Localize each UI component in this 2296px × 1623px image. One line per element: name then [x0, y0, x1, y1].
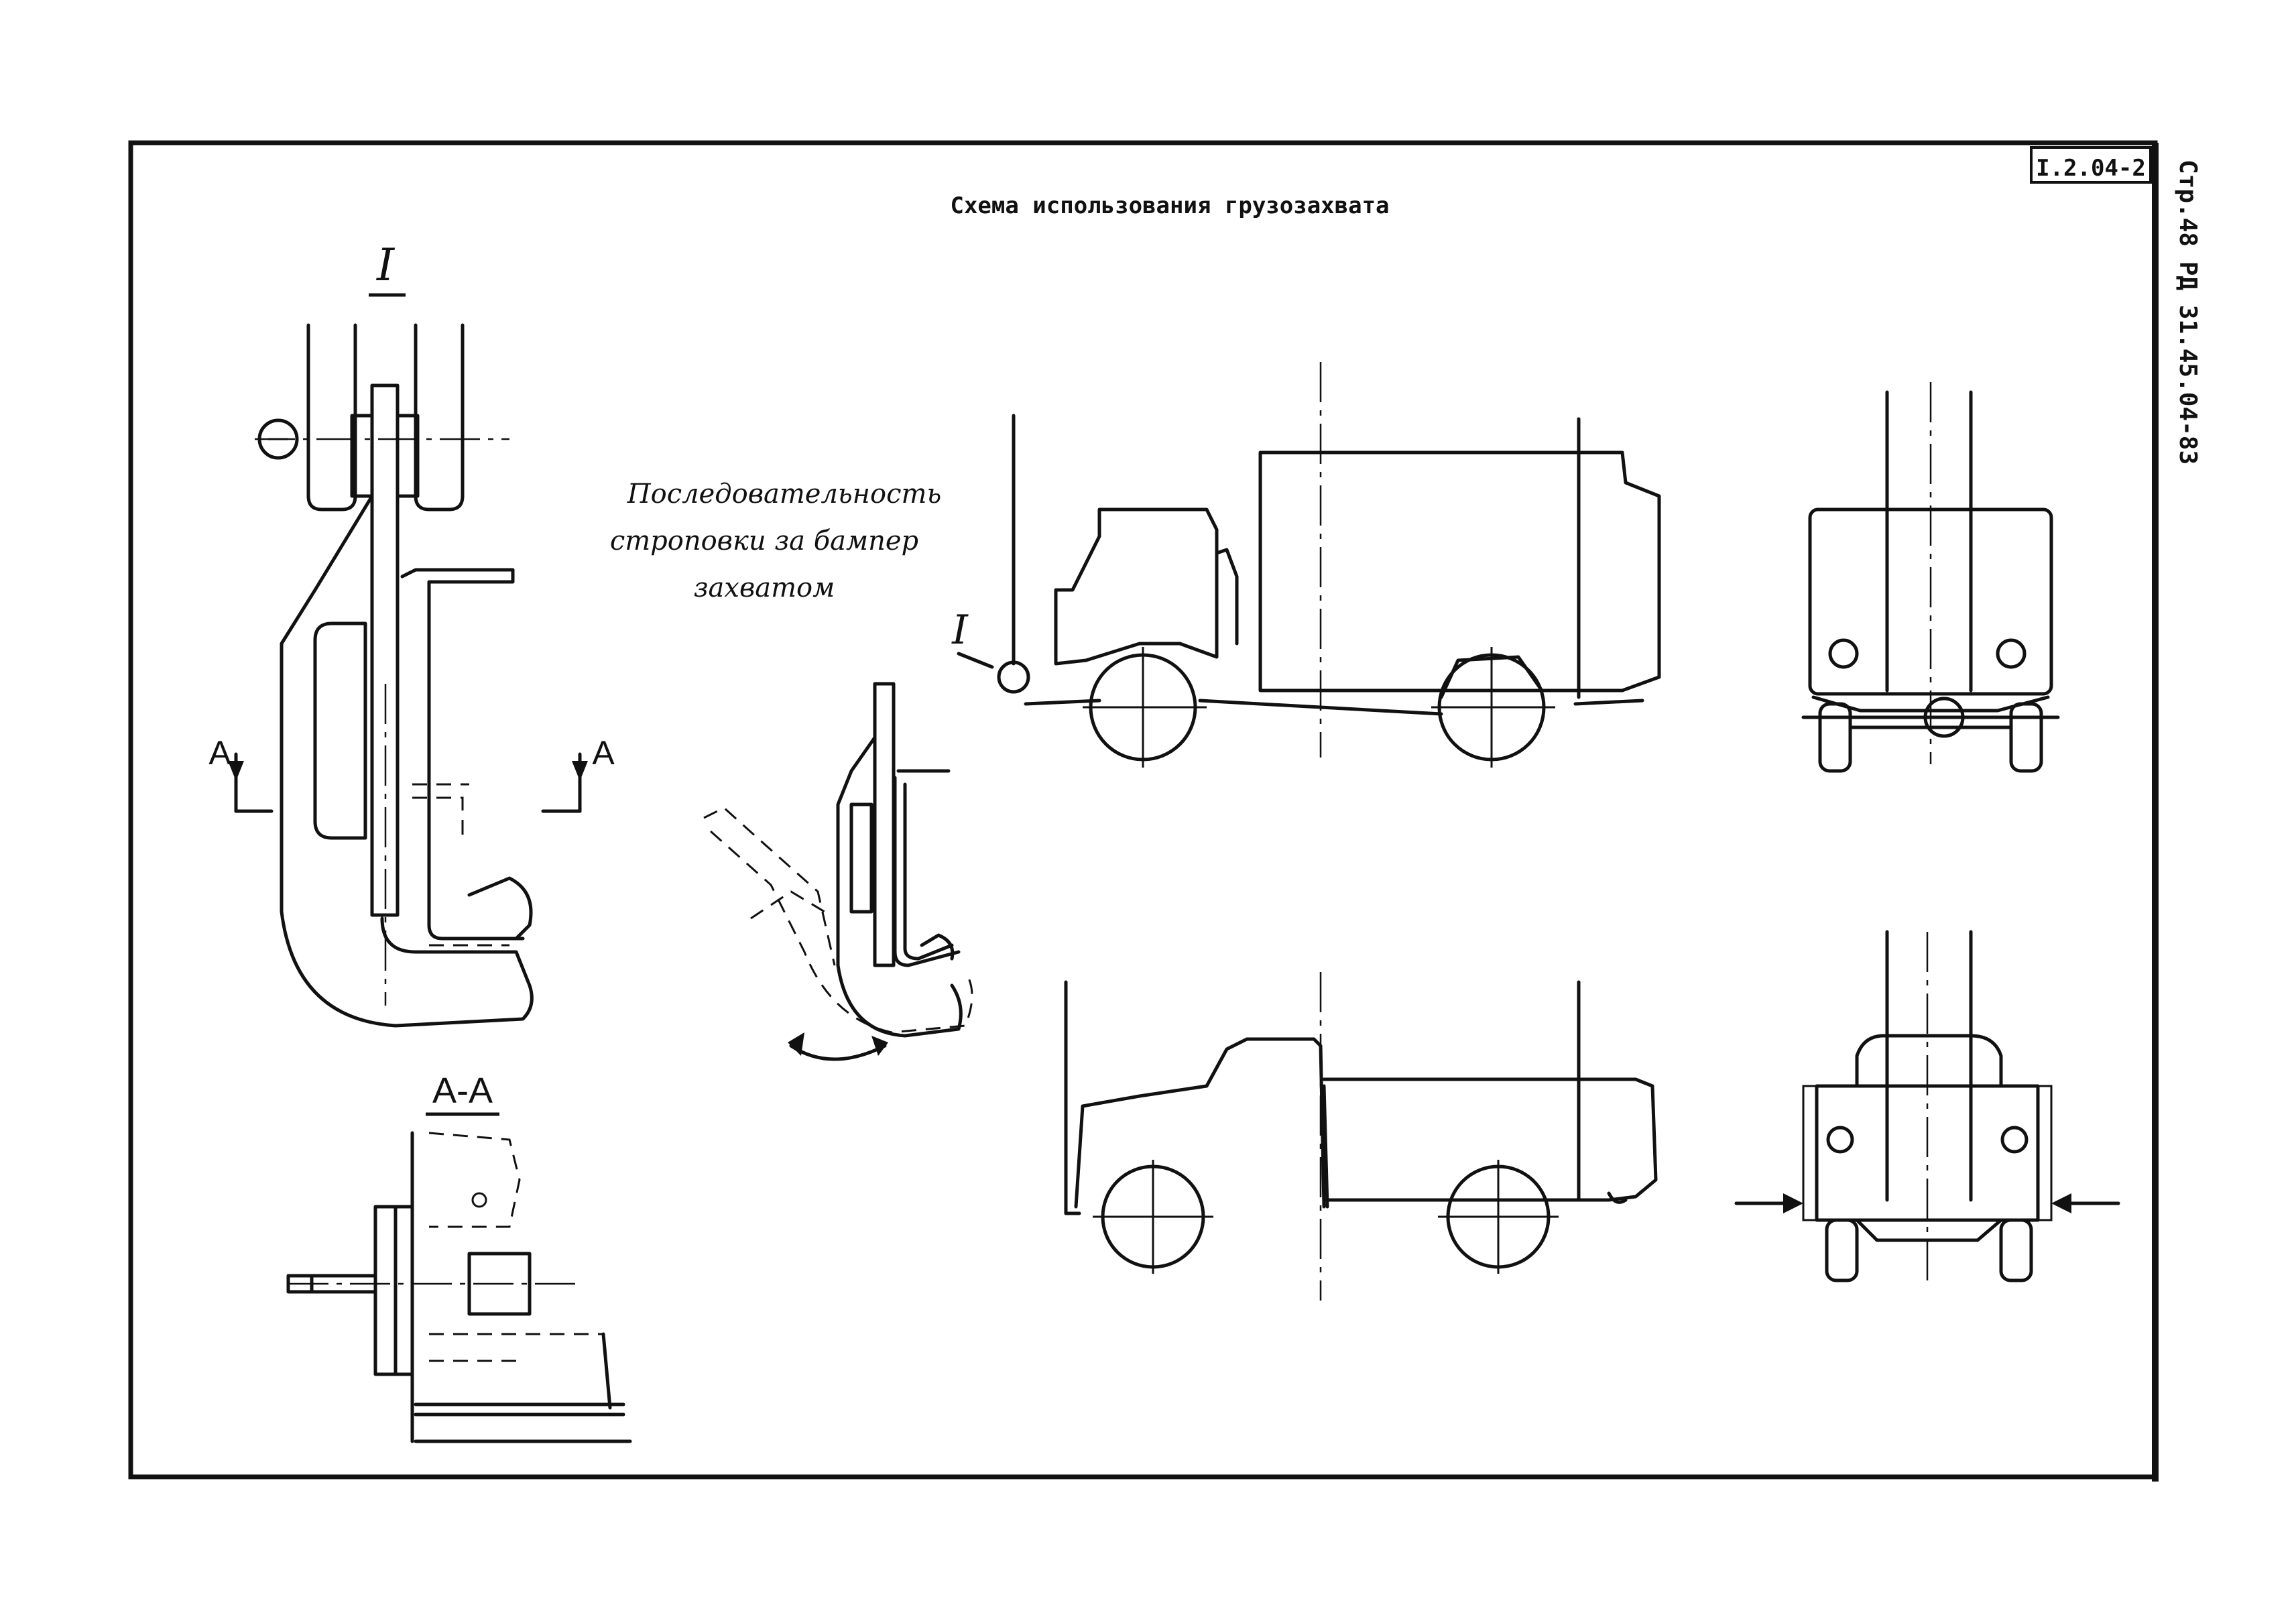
truck-box-van-side — [957, 362, 1661, 768]
section-mark-right: A — [592, 734, 615, 772]
truck-flatbed-side — [1064, 972, 1658, 1301]
side-stamp: Стр.48 РД 31.45.04-83 — [2174, 160, 2201, 465]
note-line-3: захватом — [694, 573, 835, 603]
truck-flatbed-front — [1734, 930, 2120, 1287]
note-line-2: строповки за бампер — [610, 526, 918, 556]
sheet-title: Схема использования грузозахвата — [950, 192, 1389, 219]
sheet-frame — [128, 140, 2159, 1482]
truck-box-van-rear — [1801, 382, 2060, 773]
detail-hook-view — [228, 323, 588, 1028]
sheet-code-box — [2030, 146, 2152, 184]
sheet-code: I.2.04-2 — [2036, 155, 2146, 182]
section-mark-left: A — [208, 734, 231, 772]
detail-label: I — [376, 239, 396, 291]
note-line-1: Последовательность — [627, 479, 941, 509]
section-a-a-view — [286, 1131, 632, 1443]
section-title: A-A — [432, 1071, 493, 1111]
hook-sequence-sketch — [703, 682, 973, 1061]
truck-detail-label: I — [951, 607, 969, 654]
